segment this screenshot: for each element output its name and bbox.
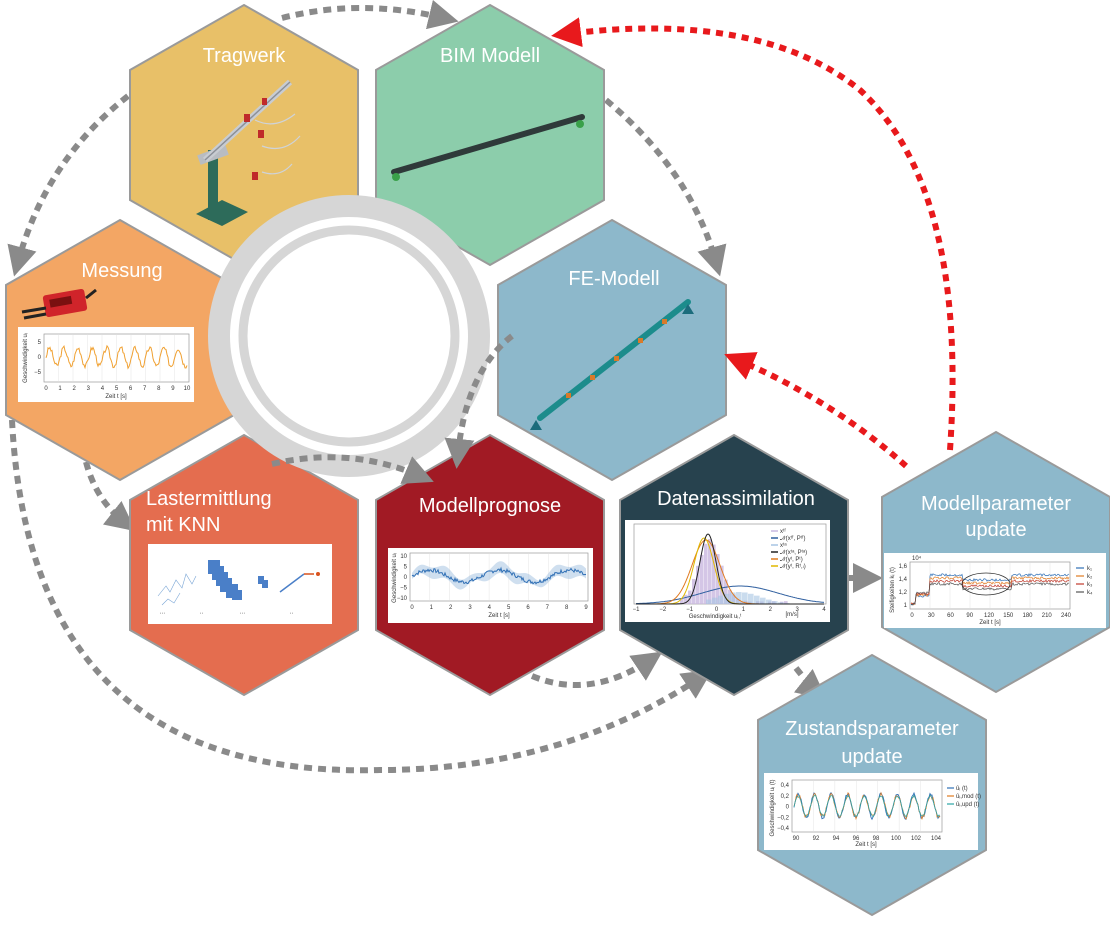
legend-label: ûᵢ (t): [956, 786, 968, 792]
zustand-ytick: 0,4: [781, 783, 790, 789]
zustand-xtick: 94: [833, 836, 840, 842]
hex-fe-title: FE-Modell: [568, 268, 659, 290]
hex-prognose-title: Modellprognose: [419, 495, 561, 517]
messung-ytick: −5: [34, 370, 42, 376]
arrow-update-to-fe: [738, 360, 906, 466]
zustand-xtick: 92: [813, 836, 820, 842]
zustand-xtick: 104: [931, 836, 942, 842]
datenassim-xtick: −2: [659, 607, 667, 613]
zustand-xtick: 100: [891, 836, 902, 842]
hex-modellparam-title-2: update: [965, 519, 1026, 541]
prognose-ytick: −5: [400, 586, 408, 592]
datenassim-plot-xlabel: Geschwindigkeit uᵢ,ᵗ: [689, 613, 742, 620]
svg-text:▪ ▪: ▪ ▪: [290, 611, 293, 615]
datenassim-xtick: −1: [633, 607, 641, 613]
histogram-bar: [700, 555, 704, 604]
histogram-bar: [704, 544, 708, 604]
hex-bim-title: BIM Modell: [440, 45, 540, 67]
histogram-bar: [706, 600, 712, 604]
legend-label: 𝒩(yᵗ, Rᵗ,ₗ): [780, 563, 806, 570]
zustand-xtick: 102: [911, 836, 922, 842]
histogram-bar: [712, 545, 716, 604]
legend-label: k₁: [1087, 566, 1092, 572]
messung-plot-xlabel: Zeit t [s]: [105, 394, 127, 400]
histogram-bar: [712, 598, 718, 604]
modellparam-xtick: 120: [984, 613, 995, 619]
prognose-plot-ylabel: Geschwindigkeit uᵢ: [392, 553, 398, 603]
hex-zustand-title-2: update: [841, 746, 902, 768]
arrow-datenassim-to-zustand: [796, 668, 815, 690]
prognose-ytick: 10: [400, 554, 407, 560]
bim-support-left: [392, 173, 400, 181]
legend-label: 𝒩(yᵗ, Pᵗ): [780, 556, 803, 563]
bim-support-right: [576, 120, 584, 128]
histogram-bar: [766, 600, 772, 604]
histogram-bar: [748, 594, 754, 604]
datenassim-xtick: −1: [686, 607, 694, 613]
prognose-ytick: −10: [397, 596, 408, 602]
histogram-bar: [718, 596, 724, 604]
arrow-tragwerk-to-bim: [282, 8, 444, 18]
modellparam-xtick: 30: [928, 613, 935, 619]
modellparam-plot-exponent: 10⁴: [912, 555, 922, 562]
modellparam-xtick: 60: [947, 613, 954, 619]
messung-plot-ylabel: Geschwindigkeit uᵢ: [23, 333, 29, 383]
modellparam-plot-ylabel: Steifigkeiten kᵢ (t): [890, 567, 896, 613]
messung-xtick: 10: [184, 386, 191, 392]
legend-label: k₃: [1087, 582, 1093, 588]
modellparam-plot-xlabel: Zeit t [s]: [979, 620, 1001, 626]
modellparam-xtick: 240: [1061, 613, 1072, 619]
hex-laster-title-1: Lastermittlung: [146, 488, 272, 510]
zustand-plot-xlabel: Zeit t [s]: [855, 842, 877, 848]
svg-text:▪ ▪ ▪: ▪ ▪ ▪: [240, 611, 245, 615]
modellparam-ytick: 1,2: [899, 590, 908, 596]
legend-label: k₄: [1087, 590, 1093, 596]
hex-zustand-title-1: Zustandsparameter: [785, 718, 959, 740]
hex-laster-title-2: mit KNN: [146, 514, 220, 536]
hex-messung-title: Messung: [81, 260, 162, 282]
zustand-xtick: 90: [793, 836, 800, 842]
legend-label: xᵗᶠ: [780, 528, 786, 535]
neural-net-image: ▪ ▪ ▪ ▪ ▪ ▪ ▪ ▪ ▪ ▪: [148, 544, 332, 624]
modellparam-ytick: 1,6: [899, 564, 908, 570]
legend-label: 𝒩(xᵗᶠ, Pᵗᶠ): [780, 535, 805, 542]
hex-tragwerk-title: Tragwerk: [203, 45, 287, 67]
modellparam-xtick: 150: [1003, 613, 1014, 619]
modellparam-xtick: 90: [966, 613, 973, 619]
legend-label: xᵗᵃ: [780, 542, 787, 549]
legend-label: ûᵢ,mod (t): [956, 794, 981, 800]
hex-datenassim-title: Datenassimilation: [657, 488, 815, 510]
zustand-ytick: 0,2: [781, 794, 790, 800]
svg-text:▪ ▪: ▪ ▪: [200, 611, 203, 615]
modellparam-ytick: 1,4: [899, 577, 908, 583]
legend-label: ûᵢ,upd (t): [956, 802, 979, 808]
modellparam-xtick: 210: [1042, 613, 1053, 619]
modellparam-xtick: 180: [1022, 613, 1033, 619]
histogram-bar: [692, 579, 696, 604]
zustand-ytick: −0,2: [777, 815, 790, 821]
prognose-plot-xlabel: Zeit t [s]: [488, 613, 510, 619]
legend-label: 𝒩(xᵗᵃ, Pᵗᵃ): [780, 549, 807, 556]
legend-label: k₂: [1087, 574, 1093, 580]
zustand-ytick: −0,4: [777, 826, 790, 832]
central-ring: [211, 198, 487, 474]
arrow-prognose-to-datenassim: [532, 660, 650, 685]
zustand-plot-ylabel: Geschwindigkeit uᵢ (t): [770, 780, 776, 837]
hex-fe: FE-Modell: [498, 220, 726, 480]
histogram-bar: [760, 598, 766, 604]
histogram-bar: [754, 596, 760, 604]
svg-text:▪ ▪ ▪: ▪ ▪ ▪: [160, 611, 165, 615]
hex-modellparam-title-1: Modellparameter: [921, 493, 1071, 515]
datenassim-plot-xunit: [m/s]: [786, 612, 799, 618]
